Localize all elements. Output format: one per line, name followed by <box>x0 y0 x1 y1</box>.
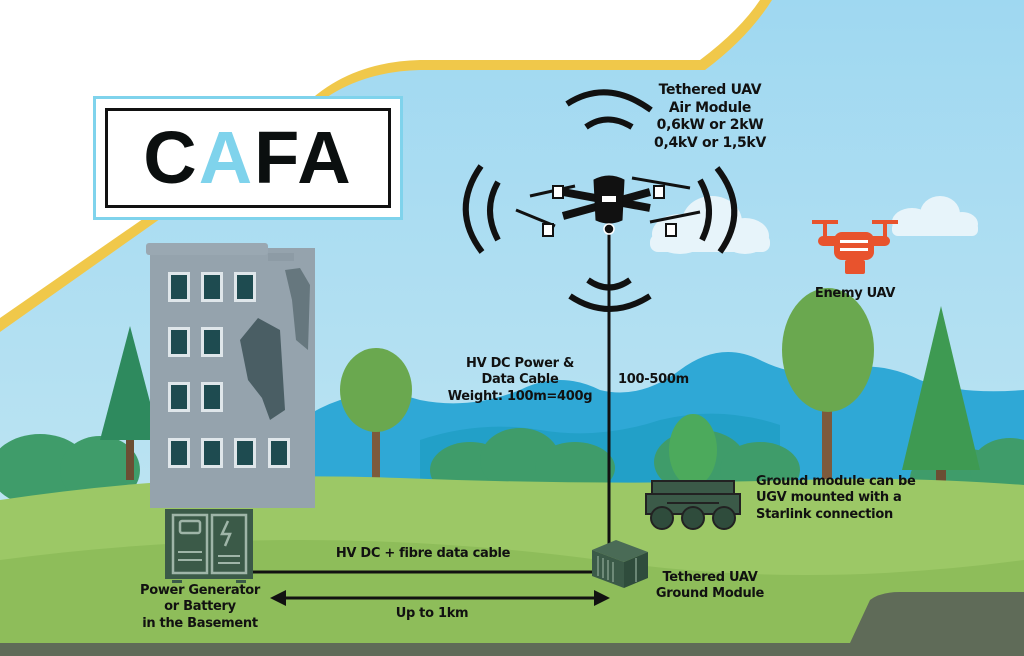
ugv-icon <box>645 480 741 530</box>
pine-tree <box>100 326 160 480</box>
cloud <box>892 196 978 236</box>
enemy-drone-icon <box>812 220 898 274</box>
tether-length-label: 100-500m <box>618 372 689 387</box>
air-module-label: Tethered UAV Air Module 0,6kW or 2kW 0,4… <box>654 82 766 151</box>
cafa-logo: CAFA <box>93 96 403 220</box>
logo-text: CAFA <box>143 121 352 195</box>
distance-arrow <box>270 590 610 606</box>
logo-letter: A <box>198 116 255 199</box>
damaged-building <box>146 243 315 508</box>
ugv-note-label: Ground module can be UGV mounted with a … <box>756 474 916 522</box>
generator-icon <box>165 509 253 583</box>
logo-letter: F <box>254 116 298 199</box>
tree <box>669 414 717 490</box>
ground-module-icon <box>592 540 648 588</box>
ground-strip <box>0 592 1024 656</box>
logo-letter: A <box>297 116 353 199</box>
ground-module-label: Tethered UAV Ground Module <box>655 570 765 602</box>
distance-label: Up to 1km <box>395 606 469 621</box>
signal-waves-icon <box>462 89 738 312</box>
tethered-drone-icon <box>515 175 701 237</box>
ground-cable-label: HV DC + fibre data cable <box>335 546 511 561</box>
logo-letter: C <box>143 116 199 199</box>
enemy-uav-label: Enemy UAV <box>814 286 896 301</box>
tether-cable-label: HV DC Power & Data Cable Weight: 100m=40… <box>447 356 593 404</box>
tree <box>340 348 412 480</box>
tree <box>782 288 874 500</box>
power-source-label: Power Generator or Battery in the Baseme… <box>139 583 261 631</box>
